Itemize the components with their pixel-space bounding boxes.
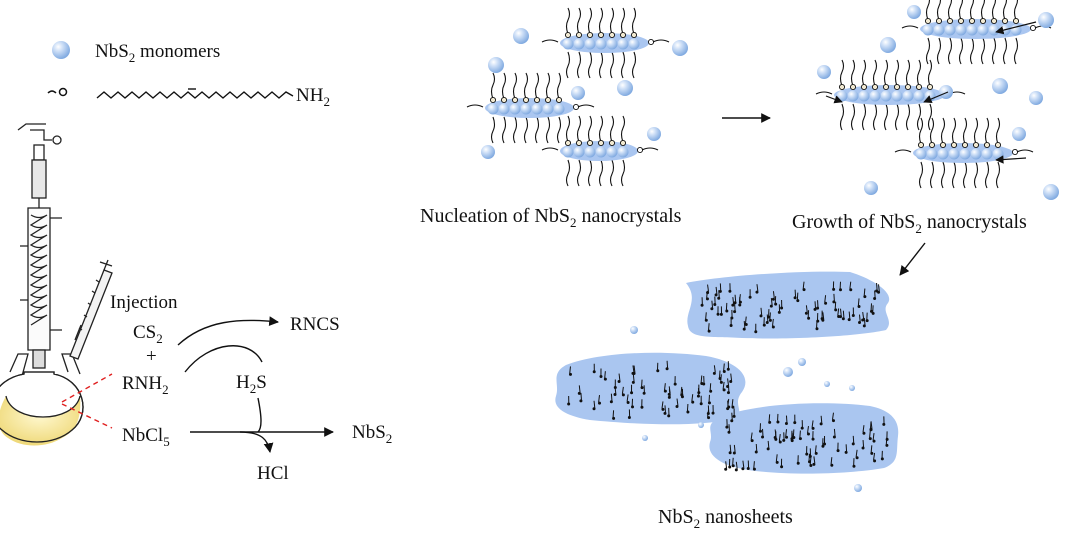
plus-sign: +: [146, 346, 157, 367]
reaction-apparatus: [0, 123, 113, 446]
oleylamine-chain-icon: [96, 91, 294, 99]
growth-monomer-7: [1029, 91, 1043, 105]
sheet-monomer-5: [824, 381, 830, 387]
rncs-label: RNCS: [290, 314, 340, 335]
sheet-monomer-8: [698, 422, 704, 428]
growth-monomer-2: [1038, 12, 1054, 28]
syringe-icon: [69, 259, 113, 360]
h2s-release-arrow: [184, 345, 263, 373]
flask-leader-lines: [61, 373, 113, 429]
growth-monomer-5: [939, 85, 953, 99]
nucleus-cluster-2: [466, 72, 595, 144]
cs2-label: CS2: [133, 322, 163, 346]
injection-label: Injection: [110, 292, 178, 313]
monomer-attach-arrow-4: [995, 155, 1027, 164]
cs2-to-rncs-arrow: [177, 316, 279, 346]
rnh2-label: RNH2: [122, 373, 169, 397]
nanosheets-caption: NbS2 nanosheets: [658, 506, 793, 531]
h2s-to-nbcl5-curve: [257, 397, 262, 433]
growth-to-nanosheets-arrow: [899, 242, 926, 276]
legend-monomer-sphere: [52, 41, 70, 59]
nucleus-cluster-3: [541, 115, 659, 187]
growth-caption: Growth of NbS2 nanocrystals: [792, 211, 1027, 236]
sheet-top-ligands: [700, 281, 881, 334]
sheet-monomer-2: [783, 367, 793, 377]
growth-monomer-8: [1012, 127, 1026, 141]
nucleation-monomer-5: [617, 80, 633, 96]
legend-amine-label: NH2: [296, 85, 330, 109]
sheet-right-ligands: [724, 412, 889, 472]
sheet-left-ligands: [567, 360, 736, 420]
hcl-label: HCl: [257, 463, 289, 484]
growth-monomer-3: [817, 65, 831, 79]
sheet-monomer-4: [849, 385, 855, 391]
h2s-label: H2S: [236, 372, 267, 396]
reaction-scheme: Injection CS2 + RNH2 RNCS H2S NbCl5 NbS2…: [110, 292, 392, 484]
flask-icon: [0, 371, 84, 446]
growth-monomer-1: [907, 5, 921, 19]
monomer-attach-arrow-2: [825, 95, 843, 104]
growing-cluster-1: [901, 0, 1052, 65]
nanosheet-top: [686, 271, 890, 339]
nucleation-monomer-4: [571, 86, 585, 100]
growth-monomer-6: [992, 78, 1008, 94]
nucleation-monomer-6: [647, 127, 661, 141]
monomer-attach-arrow-3: [923, 91, 949, 103]
legend-ligand-icon: [47, 87, 68, 97]
nucleation-caption: Nucleation of NbS2 nanocrystals: [420, 205, 682, 230]
sheet-monomer-6: [642, 435, 648, 441]
growing-cluster-3: [894, 117, 1034, 189]
growth-monomer-10: [1043, 184, 1059, 200]
sheet-monomer-7: [854, 484, 862, 492]
nanosheet-right: [709, 403, 899, 474]
nanocrystal-panels: [466, 0, 1059, 200]
monomer-attach-arrow-1: [995, 21, 1037, 35]
legend: NbS2 monomers NH2: [47, 41, 330, 109]
nanosheet-left: [555, 352, 746, 425]
sheet-monomer-3: [798, 358, 806, 366]
nbs2-product-label: NbS2: [352, 422, 392, 446]
hcl-release-arrow: [239, 431, 274, 453]
nucleation-monomer-1: [513, 28, 529, 44]
nucleation-monomer-3: [672, 40, 688, 56]
nucleation-monomer-2: [488, 57, 504, 73]
growth-monomer-4: [880, 37, 896, 53]
nbcl5-label: NbCl5: [122, 425, 170, 449]
nucleus-cluster-1: [541, 7, 670, 79]
legend-monomer-label: NbS2 monomers: [95, 41, 220, 65]
nucleation-monomer-7: [481, 145, 495, 159]
sheet-monomer-1: [630, 326, 638, 334]
growth-monomer-9: [864, 181, 878, 195]
nanosheet-panel: [555, 271, 899, 492]
